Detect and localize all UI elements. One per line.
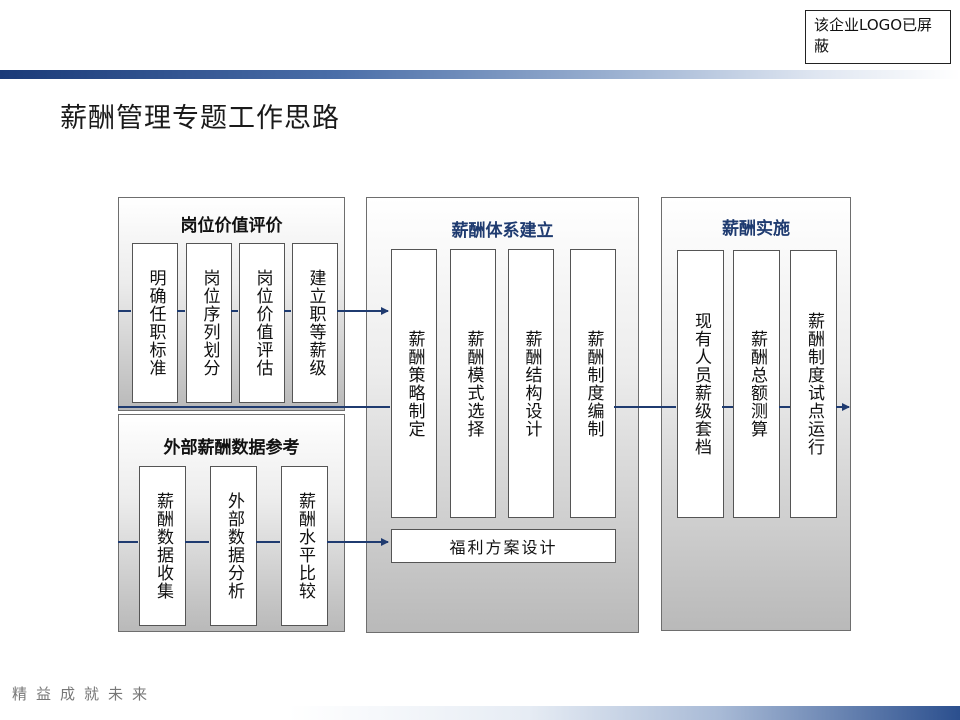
step-box: 薪酬制度编制 (570, 249, 616, 518)
step-box: 薪酬总额测算 (733, 250, 780, 518)
step-label: 建立职等薪级 (305, 269, 326, 377)
step-label: 岗位序列划分 (199, 269, 220, 377)
panel-title-job-evaluation: 岗位价值评价 (180, 216, 283, 236)
step-box: 岗位序列划分 (186, 243, 232, 403)
step-label: 薪酬数据收集 (153, 492, 173, 600)
step-label: 薪酬水平比较 (295, 492, 315, 600)
step-box: 现有人员薪级套档 (677, 250, 724, 518)
step-label: 薪酬总额测算 (747, 330, 767, 438)
step-box: 薪酬制度试点运行 (790, 250, 837, 518)
slide-title: 薪酬管理专题工作思路 (60, 103, 340, 134)
step-box: 外部数据分析 (210, 466, 257, 626)
step-label: 岗位价值评估 (252, 269, 273, 377)
logo-placeholder: 该企业LOGO已屏蔽 (805, 10, 951, 64)
panel-title-market-data: 外部薪酬数据参考 (163, 438, 300, 458)
panel-pay-system: 薪酬体系建立 薪酬策略制定 薪酬模式选择 薪酬结构设计 薪酬制度编制 福利方案设… (366, 197, 639, 633)
footer-band (0, 706, 960, 720)
panel-implementation: 薪酬实施 现有人员薪级套档 薪酬总额测算 薪酬制度试点运行 (661, 197, 851, 631)
header-band (0, 70, 960, 79)
step-box: 薪酬数据收集 (139, 466, 186, 626)
step-label: 薪酬策略制定 (404, 329, 425, 438)
step-label: 薪酬结构设计 (521, 329, 542, 438)
step-box: 薪酬结构设计 (508, 249, 554, 518)
panel-market-data: 外部薪酬数据参考 薪酬数据收集 外部数据分析 薪酬水平比较 (118, 414, 345, 632)
step-label: 现有人员薪级套档 (691, 312, 711, 456)
step-box: 岗位价值评估 (239, 243, 285, 403)
step-box: 薪酬策略制定 (391, 249, 437, 518)
step-label: 明确任职标准 (145, 269, 166, 377)
step-label: 薪酬制度编制 (583, 329, 604, 438)
step-label: 外部数据分析 (224, 492, 244, 600)
panel-title-implementation: 薪酬实施 (722, 219, 790, 239)
footer-slogan: 精益成就未来 (12, 685, 157, 703)
step-box: 薪酬水平比较 (281, 466, 328, 626)
step-box: 明确任职标准 (132, 243, 178, 403)
panel-job-evaluation: 岗位价值评价 明确任职标准 岗位序列划分 岗位价值评估 建立职等薪级 (118, 197, 345, 411)
benefit-box: 福利方案设计 (391, 529, 616, 563)
step-box: 建立职等薪级 (292, 243, 338, 403)
step-box: 薪酬模式选择 (450, 249, 496, 518)
step-label: 薪酬制度试点运行 (804, 312, 824, 456)
step-label: 薪酬模式选择 (463, 329, 484, 438)
panel-title-pay-system: 薪酬体系建立 (451, 221, 554, 241)
